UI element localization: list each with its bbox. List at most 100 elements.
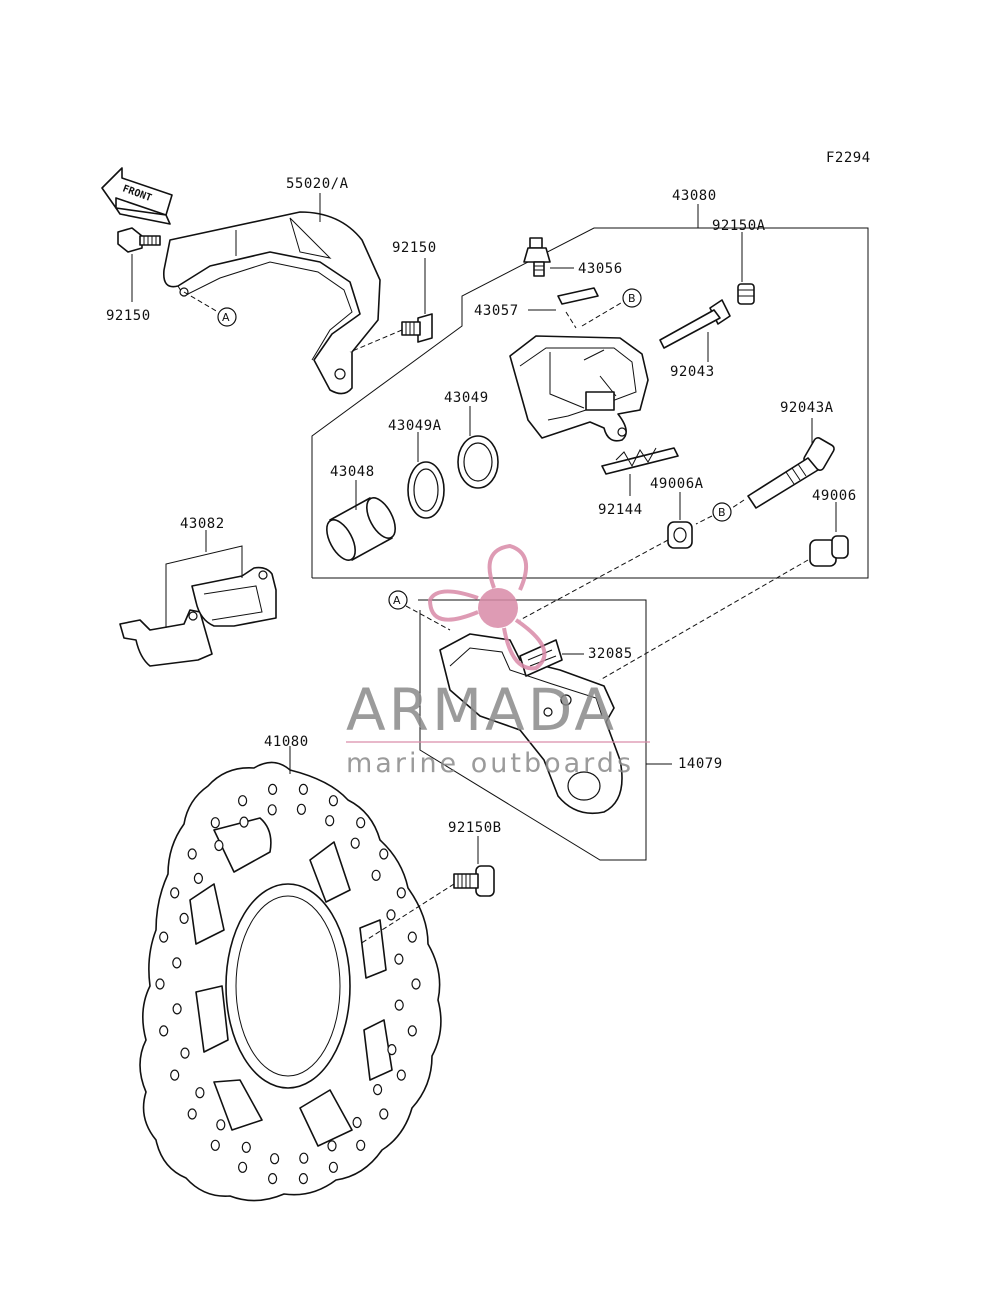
piston — [326, 497, 396, 561]
disc-hole — [210, 817, 220, 829]
disc-hole — [180, 1047, 190, 1059]
label-43048: 43048 — [330, 464, 375, 480]
disc-hole — [394, 953, 404, 965]
disc-hole — [396, 887, 406, 899]
disc-hole — [187, 848, 197, 860]
disc-hole — [238, 795, 248, 807]
label-92150-guard: 92150 — [392, 240, 437, 256]
label-43049A: 43049A — [388, 418, 442, 434]
disc-hole — [268, 1172, 278, 1185]
pin-a — [747, 437, 835, 509]
brake-disc — [139, 761, 442, 1202]
disc-hole — [298, 783, 308, 796]
caliper-bracket — [439, 633, 623, 815]
disc-hole — [299, 1152, 309, 1164]
ref-circle-b1 — [622, 288, 642, 308]
disc-hole — [411, 978, 421, 990]
front-arrow-icon: FRONT — [101, 167, 173, 225]
watermark-brand: ARMADA — [346, 676, 617, 744]
label-92043: 92043 — [670, 364, 715, 380]
disc-hole — [352, 1116, 362, 1129]
label-92144: 92144 — [598, 502, 643, 518]
bleeder-valve — [523, 237, 551, 277]
disc-hole — [356, 817, 366, 829]
disc-hole — [325, 815, 335, 827]
bolt-guard — [401, 313, 433, 343]
disc-hole — [172, 1003, 182, 1015]
disc-bolt — [453, 865, 495, 897]
boot-a — [667, 521, 693, 549]
watermark-tagline: marine outboards — [346, 748, 634, 779]
disc-hole — [210, 1139, 220, 1151]
label-92150A: 92150A — [712, 218, 766, 234]
disc-hole — [214, 839, 224, 852]
disc-hole — [386, 909, 396, 921]
label-43082: 43082 — [180, 516, 225, 532]
ref-a2: A — [393, 594, 401, 607]
brake-pads — [119, 566, 277, 667]
disc-hole — [394, 999, 404, 1011]
label-92150B: 92150B — [448, 820, 502, 836]
pin — [659, 299, 731, 349]
label-43080: 43080 — [672, 188, 717, 204]
label-49006A: 49006A — [650, 476, 704, 492]
ref-a1: A — [222, 311, 230, 324]
cap — [737, 283, 755, 305]
disc-hole — [155, 978, 165, 990]
disc-hole — [327, 1140, 337, 1152]
label-41080: 41080 — [264, 734, 309, 750]
disc-hole — [328, 795, 338, 807]
bleeder-cap — [557, 287, 599, 305]
label-49006: 49006 — [812, 488, 857, 504]
disc-hole — [356, 1139, 366, 1151]
disc-hole — [241, 1141, 251, 1153]
ref-b2: B — [718, 506, 726, 519]
disc-hole — [159, 931, 169, 943]
caliper-body — [509, 335, 649, 442]
boot — [809, 535, 849, 567]
disc-hole — [193, 872, 203, 885]
disc-hole — [238, 1161, 248, 1173]
ref-b1: B — [628, 292, 636, 305]
disc-hole — [268, 783, 278, 796]
brake-guard — [162, 211, 381, 395]
seal-inner — [407, 461, 445, 519]
disc-hole — [216, 1119, 226, 1131]
disc-hole — [387, 1043, 397, 1056]
disc-hole — [371, 869, 381, 881]
label-92043A: 92043A — [780, 400, 834, 416]
disc-hole — [350, 837, 360, 849]
disc-hole — [170, 887, 180, 899]
disc-hole — [172, 957, 182, 969]
disc-hole — [179, 912, 189, 925]
label-43049: 43049 — [444, 390, 489, 406]
disc-hole — [187, 1108, 197, 1120]
disc-hole — [379, 848, 389, 860]
label-55020: 55020/A — [286, 176, 349, 192]
pad-spring — [601, 447, 679, 475]
disc-hole — [396, 1069, 406, 1081]
disc-hole — [170, 1069, 180, 1081]
disc-hole — [195, 1087, 205, 1099]
ref-circle-b2 — [712, 502, 732, 522]
disc-hole — [267, 804, 277, 816]
disc-hole — [407, 1025, 417, 1037]
disc-hole — [239, 816, 249, 828]
disc-hole — [159, 1025, 169, 1037]
label-43057: 43057 — [474, 303, 519, 319]
label-32085: 32085 — [588, 646, 633, 662]
disc-hole — [270, 1153, 280, 1165]
label-43056: 43056 — [578, 261, 623, 277]
disc-hole — [407, 931, 417, 943]
label-92150-left: 92150 — [106, 308, 151, 324]
bracket-frame — [418, 599, 647, 861]
figure-code: F2294 — [826, 150, 871, 166]
bolt-left — [117, 227, 161, 253]
disc-hole — [379, 1108, 389, 1120]
disc-hole — [373, 1083, 383, 1096]
ref-circle-a1 — [217, 307, 237, 327]
armada-logo-icon — [427, 543, 547, 671]
seal-outer — [457, 435, 499, 489]
disc-hole — [296, 803, 306, 815]
